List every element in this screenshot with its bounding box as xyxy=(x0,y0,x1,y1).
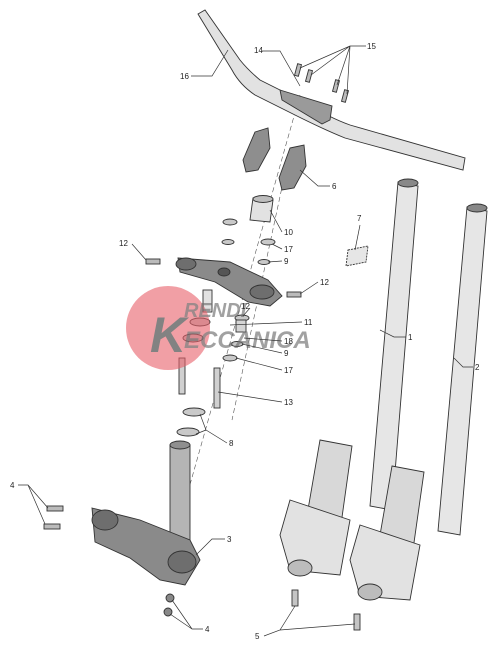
steering-bushing xyxy=(249,195,274,223)
callout-17-lower: 17 xyxy=(284,366,293,375)
callout-3: 3 xyxy=(227,535,232,544)
watermark-bottom: ECCANICA xyxy=(184,327,311,354)
callout-labels: 16 14 15 6 10 7 17 9 12 12 12 11 18 9 17… xyxy=(10,42,480,641)
callout-14: 14 xyxy=(254,46,263,55)
callout-2: 2 xyxy=(475,363,480,372)
callout-7: 7 xyxy=(357,214,362,223)
watermark-circle xyxy=(126,286,210,370)
callout-6: 6 xyxy=(332,182,337,191)
lower-clamp-bolts xyxy=(43,505,175,617)
handlebar-risers xyxy=(242,127,307,191)
callout-11: 11 xyxy=(304,318,313,327)
watermark: K RENDI ECCANICA xyxy=(126,286,311,370)
callout-16: 16 xyxy=(180,72,189,81)
callout-9-lower: 9 xyxy=(284,349,289,358)
clamp-bolt-left xyxy=(145,258,161,265)
axle-bolts xyxy=(291,589,361,631)
callout-4-left: 4 xyxy=(10,481,15,490)
callout-13: 13 xyxy=(284,398,293,407)
callout-8: 8 xyxy=(229,439,234,448)
lower-triple-clamp xyxy=(91,440,201,586)
callout-12-right: 12 xyxy=(320,278,329,287)
callout-9-upper: 9 xyxy=(284,257,289,266)
callout-15: 15 xyxy=(367,42,376,51)
callout-12-left: 12 xyxy=(119,239,128,248)
leader-lines xyxy=(18,45,473,637)
callout-10: 10 xyxy=(284,228,293,237)
watermark-top: RENDI xyxy=(184,300,247,322)
callout-18: 18 xyxy=(284,337,293,346)
watermark-letter: K xyxy=(150,307,190,363)
bearing-rings xyxy=(176,407,206,437)
clamp-bolt-right xyxy=(286,291,302,298)
fork-leg-right xyxy=(349,203,488,601)
fork-decal xyxy=(345,245,369,267)
washers-upper xyxy=(221,218,276,265)
callout-1: 1 xyxy=(408,333,413,342)
callout-5: 5 xyxy=(255,632,260,641)
callout-17-upper: 17 xyxy=(284,245,293,254)
callout-4-bottom: 4 xyxy=(205,625,210,634)
upper-triple-clamp xyxy=(175,257,283,307)
handlebar xyxy=(197,9,466,171)
callout-12-mid: 12 xyxy=(241,302,250,311)
